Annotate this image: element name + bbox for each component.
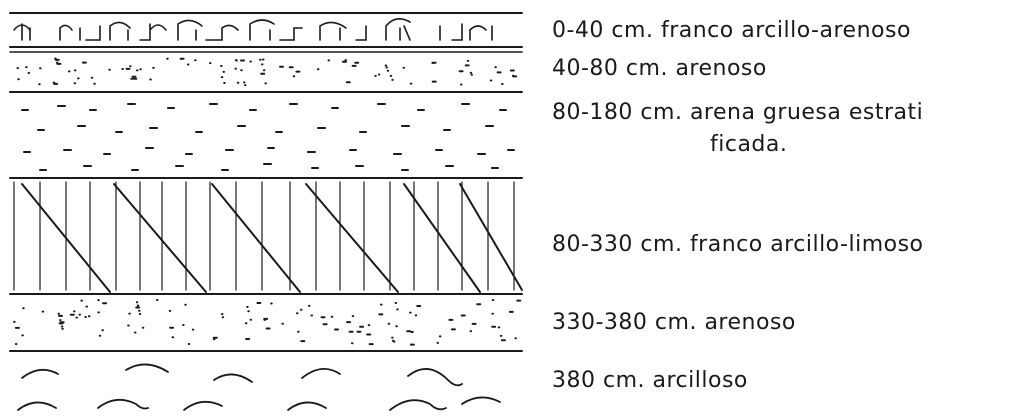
layer-1-root-pattern: [13, 18, 493, 41]
layer-description: arcilloso: [652, 368, 748, 393]
layer-2-sand-dots: [16, 57, 518, 87]
layer-5-sand-dots: [13, 299, 522, 346]
layer-label-2: 40-80 cm. arenoso: [552, 56, 767, 82]
layer-label-5: 330-380 cm. arenoso: [552, 310, 796, 336]
depth-range: 80-180 cm.: [552, 100, 683, 125]
soil-profile-diagram: [9, 12, 523, 411]
layer-description: franco arcillo-arenoso: [660, 18, 911, 43]
layer-description: arenoso: [704, 310, 796, 335]
layer-description: arena gruesa estrati: [689, 100, 924, 125]
depth-range: 380 cm.: [552, 368, 646, 393]
depth-range: 330-380 cm.: [552, 310, 697, 335]
layer-6-clay-arcs: [17, 363, 501, 411]
layer-label-6: 380 cm. arcilloso: [552, 368, 748, 394]
layer-4-diagonals: [21, 183, 523, 293]
depth-range: 80-330 cm.: [552, 232, 683, 257]
layer-label-1: 0-40 cm. franco arcillo-arenoso: [552, 18, 911, 44]
layer-description: arenoso: [675, 56, 767, 81]
layer-label-4: 80-330 cm. franco arcillo-limoso: [552, 232, 924, 258]
depth-range: 40-80 cm.: [552, 56, 668, 81]
layer-4-silty-clay-loam-pattern: [13, 181, 515, 291]
layer-description: franco arcillo-limoso: [689, 232, 924, 257]
layer-description-continuation: ficada.: [710, 132, 788, 157]
depth-range: 0-40 cm.: [552, 18, 654, 43]
layer-3-coarse-sand-dashes: [21, 103, 515, 171]
layer-label-3: 80-180 cm. arena gruesa estrati: [552, 100, 923, 126]
